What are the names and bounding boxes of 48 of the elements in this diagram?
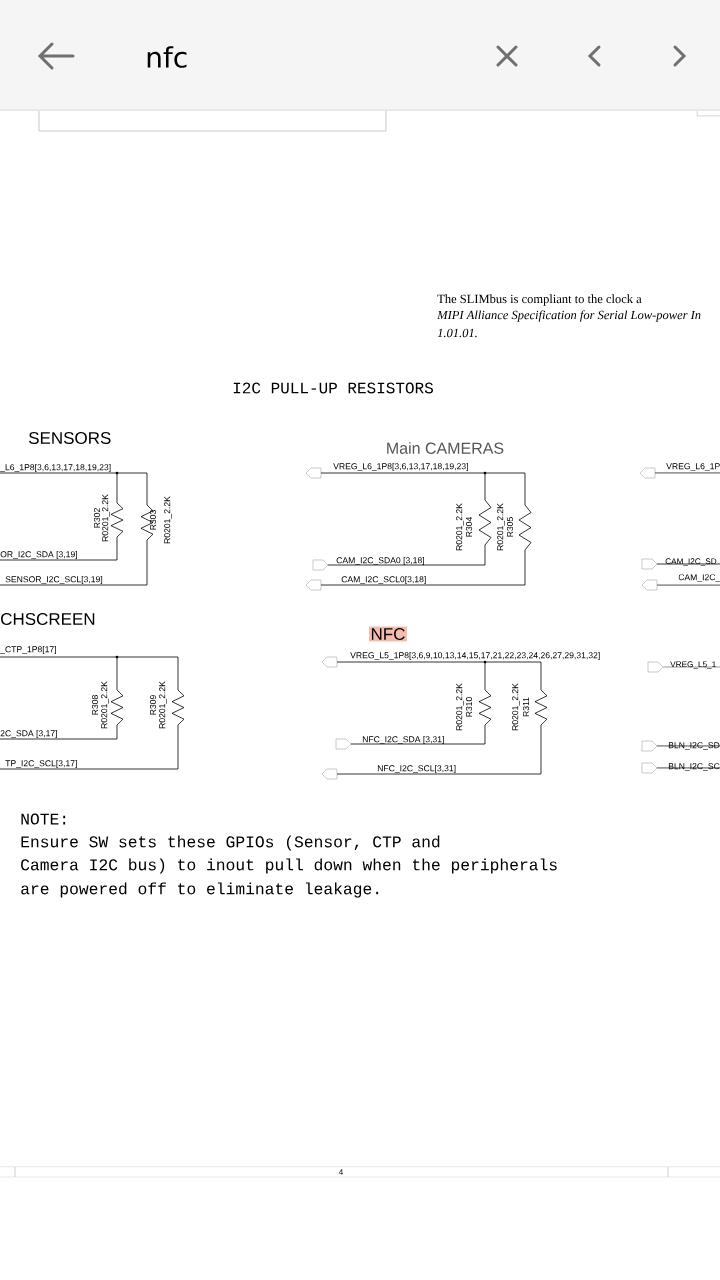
resistor-label: R304	[465, 517, 473, 537]
section-title: Main CAMERAS	[387, 442, 504, 454]
search-query: nfc	[147, 46, 187, 68]
net-label: VREG_L6_1P8[3,6,13,17,18,19,23]	[333, 463, 468, 471]
diagram-title: I2C PULL-UP RESISTORS	[233, 382, 433, 394]
resistor-label: R0201_2.2K	[102, 494, 110, 542]
net-label: VREG_L5_1	[670, 661, 716, 669]
net-label: CAM_I2C_SCL0[3,18]	[341, 576, 426, 584]
net-label: BLN_I2C_SC	[668, 763, 720, 771]
resistor-label: R0201_2.2K	[159, 681, 167, 729]
net-label: NFC_I2C_SCL[3,31]	[377, 765, 456, 773]
resistor-label: R0201_2.2K	[456, 503, 464, 551]
note-heading: NOTE:	[21, 813, 66, 825]
net-label: _CTP_1P8[17]	[0, 646, 56, 654]
resistor-label: R0201_2.2K	[164, 496, 172, 544]
net-label: NFC_I2C_SDA [3,31]	[362, 736, 444, 744]
resistor-label: R305	[506, 517, 514, 537]
resistor-label: R0201_2.2K	[101, 681, 109, 729]
resistor-label: R310	[465, 697, 473, 717]
net-label: _L6_1P8[3,6,13,17,18,19,23]	[0, 464, 111, 472]
resistor-label: R303	[149, 510, 157, 530]
note-text: Ensure SW sets these GPIOs (Sensor, CTP and	[21, 835, 440, 851]
net-label: TP_I2C_SCL[3,17]	[5, 760, 77, 768]
resistor-label: R311	[522, 697, 530, 717]
body-text: 1.01.01.	[437, 328, 477, 338]
note-text: Camera I2C bus) to inout pull down when the peripherals	[21, 858, 557, 874]
note-text: are powered off to eliminate leakage.	[21, 882, 379, 898]
section-title: CHSCREEN	[1, 613, 95, 626]
net-label: CAM_I2C_SDA0 [3,18]	[336, 557, 424, 565]
body-text: MIPI Alliance Specification for Serial Low-power In	[437, 310, 701, 322]
section-title: SENSORS	[28, 432, 111, 445]
resistor-label: R0201_2.2K	[497, 503, 505, 551]
net-label: VREG_L5_1P8[3,6,9,10,13,14,15,17,21,22,23,24,26,27,29,31,32]	[350, 652, 600, 660]
resistor-label: R308	[91, 695, 99, 715]
net-label: BLN_I2C_SD	[668, 742, 720, 750]
resistor-label: R302	[93, 508, 101, 528]
net-label: CAM_I2C_SD	[665, 558, 717, 566]
body-text: The SLIMbus is compliant to the clock a	[437, 294, 642, 306]
resistor-label: R0201_2.2K	[512, 683, 520, 731]
resistor-label: R0201_2.2K	[456, 683, 464, 731]
net-label: OR_I2C_SDA [3,19]	[0, 551, 77, 559]
net-label: 2C_SDA [3,17]	[0, 730, 57, 738]
resistor-label: R309	[149, 695, 157, 715]
net-label: SENSOR_I2C_SCL[3,19]	[5, 576, 103, 584]
net-label: VREG_L6_1P	[666, 463, 720, 471]
page-number: 4	[338, 1169, 343, 1175]
highlighted-section-title: NFC	[369, 626, 407, 642]
net-label: CAM_I2C_	[678, 574, 720, 582]
